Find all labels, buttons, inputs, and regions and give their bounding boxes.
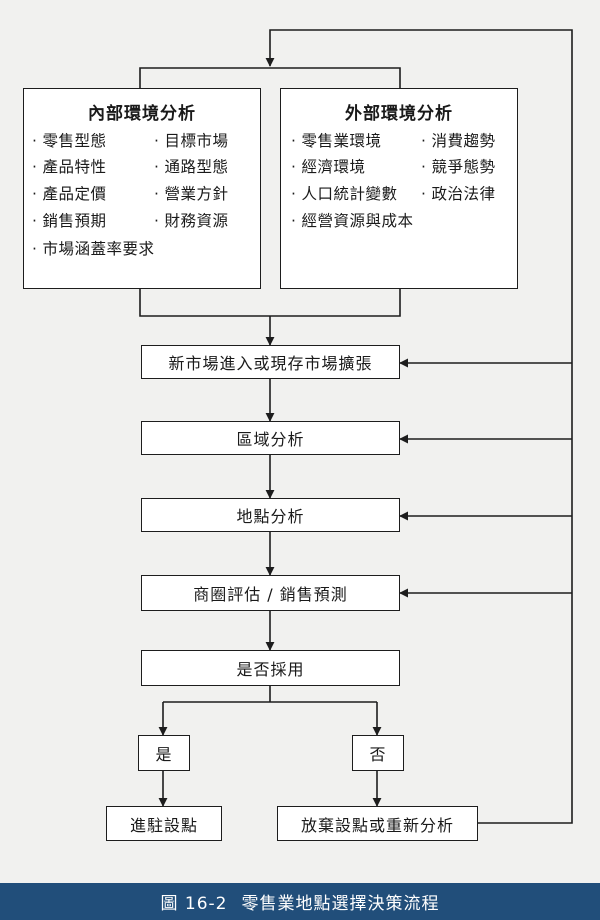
merge-connector	[139, 288, 401, 317]
figure-title: 零售業地點選擇決策流程	[241, 894, 440, 914]
feedback-loop-line	[265, 29, 573, 824]
external-item: ·零售業環境	[291, 132, 382, 150]
market-step-box: 新市場進入或現存市場擴張	[141, 345, 400, 379]
internal-analysis-box: 內部環境分析 ·零售型態 ·目標市場 ·產品特性 ·通路型態 ·產品定價 ·營業…	[23, 88, 261, 289]
external-item: ·經營資源與成本	[291, 212, 414, 230]
internal-item: ·市場涵蓋率要求	[32, 240, 155, 258]
external-item: ·經濟環境	[291, 158, 366, 176]
external-item: ·消費趨勢	[421, 132, 496, 150]
internal-item: ·產品特性	[32, 158, 107, 176]
internal-item: ·零售型態	[32, 132, 107, 150]
figure-caption: 圖 16-2 零售業地點選擇決策流程	[0, 883, 600, 920]
internal-item: ·營業方針	[154, 185, 229, 203]
external-item: ·競爭態勢	[421, 158, 496, 176]
enter-site-box: 進駐設點	[106, 806, 222, 841]
region-analysis-box: 區域分析	[141, 421, 400, 455]
external-item: ·人口統計變數	[291, 185, 398, 203]
trade-area-box: 商圈評估 / 銷售預測	[141, 575, 400, 611]
internal-item: ·通路型態	[154, 158, 229, 176]
figure-number: 圖 16-2	[160, 894, 228, 914]
top-split-connector	[139, 67, 401, 88]
flow-connectors	[139, 29, 573, 824]
external-analysis-box: 外部環境分析 ·零售業環境 ·消費趨勢 ·經濟環境 ·競爭態勢 ·人口統計變數 …	[280, 88, 518, 289]
internal-analysis-title: 內部環境分析	[88, 104, 196, 124]
internal-item: ·目標市場	[154, 132, 229, 150]
external-analysis-title: 外部環境分析	[345, 104, 453, 124]
no-box: 否	[352, 735, 404, 771]
decision-branch-connector	[163, 686, 377, 703]
abandon-site-box: 放棄設點或重新分析	[277, 806, 478, 841]
internal-item: ·產品定價	[32, 185, 107, 203]
internal-item: ·財務資源	[154, 212, 229, 230]
adopt-decision-box: 是否採用	[141, 650, 400, 686]
internal-item: ·銷售預期	[32, 212, 107, 230]
external-item: ·政治法律	[421, 185, 496, 203]
yes-box: 是	[138, 735, 190, 771]
site-analysis-box: 地點分析	[141, 498, 400, 532]
